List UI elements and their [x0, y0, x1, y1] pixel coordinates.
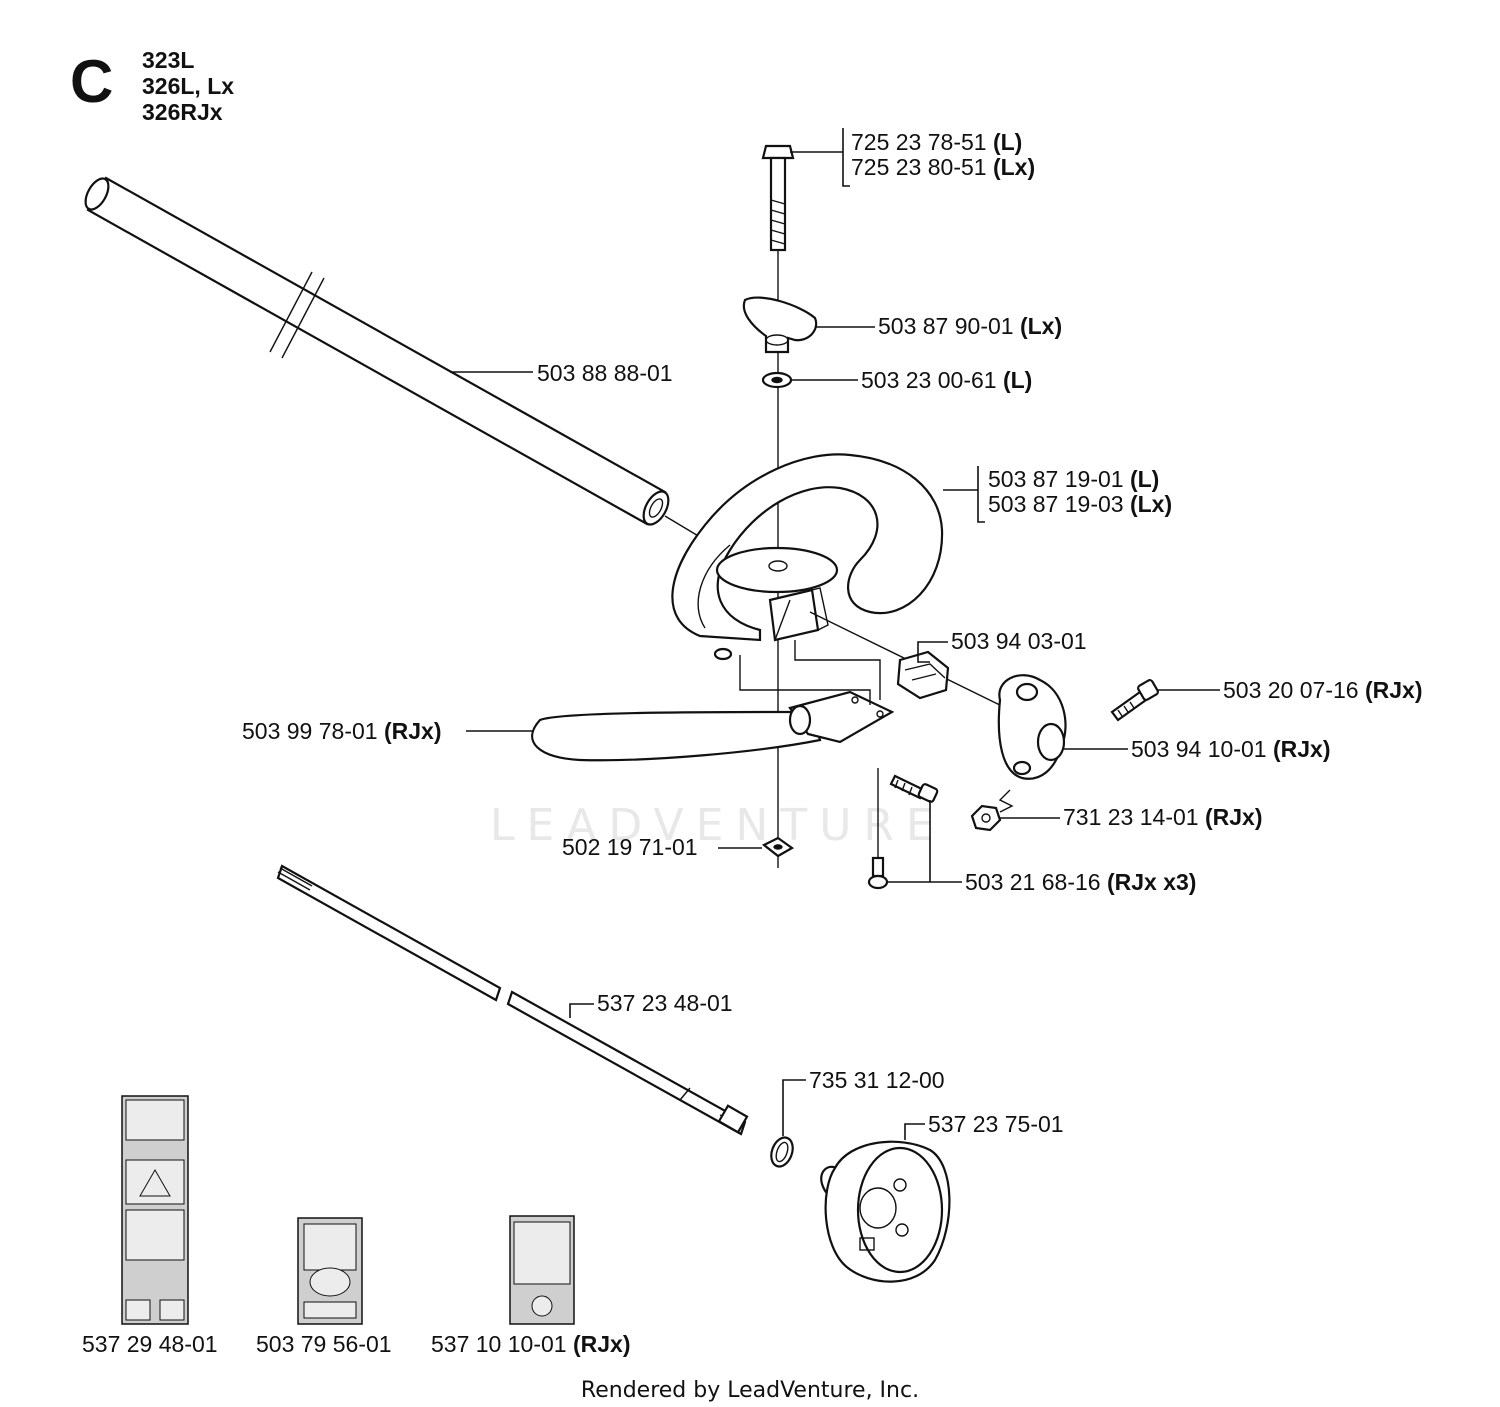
warning-decal-large	[121, 1095, 189, 1325]
wing-knob-drawing	[742, 296, 818, 354]
clip-drawing	[896, 650, 950, 700]
section-letter: C	[70, 48, 113, 115]
part-label: 537 23 75-01	[928, 1111, 1064, 1137]
square-nut-drawing	[761, 836, 795, 858]
model-label: 326L, Lx	[142, 73, 234, 99]
part-label: 502 19 71-01	[562, 834, 698, 860]
part-label: 503 20 07-16 (RJx)	[1223, 677, 1422, 703]
loop-handle-drawing	[671, 453, 944, 661]
warning-decal-medium	[297, 1217, 363, 1325]
drive-shaft-drawing	[276, 864, 749, 1136]
clutch-drum-drawing	[820, 1140, 951, 1283]
clamp-drawing	[997, 674, 1067, 780]
part-label: 731 23 14-01 (RJx)	[1063, 804, 1262, 830]
part-label: 503 94 10-01 (RJx)	[1131, 736, 1330, 762]
handle-screw-drawing	[889, 774, 939, 803]
shaft-tube-drawing	[84, 176, 706, 541]
watermark: LEADVENTURE	[490, 800, 946, 851]
part-label: 537 29 48-01	[82, 1331, 218, 1357]
bolt-drawing	[761, 144, 795, 252]
part-label: 503 23 00-61 (L)	[861, 367, 1032, 393]
part-label: 537 10 10-01 (RJx)	[431, 1331, 630, 1357]
lower-handle-drawing	[531, 690, 895, 762]
part-label: 503 94 03-01	[951, 628, 1087, 654]
part-label: 725 23 80-51 (Lx)	[851, 154, 1035, 180]
o-ring-drawing	[770, 1136, 794, 1168]
footer-credit: Rendered by LeadVenture, Inc.	[581, 1378, 919, 1403]
part-label: 725 23 78-51 (L)	[851, 129, 1022, 155]
screw-drawing	[1110, 679, 1159, 722]
leader-lines	[450, 128, 1220, 1140]
part-label: 503 87 90-01 (Lx)	[878, 313, 1062, 339]
washer-drawing	[761, 371, 793, 389]
part-label: 503 88 88-01	[537, 360, 673, 386]
warning-decal-small	[509, 1215, 575, 1325]
part-label: 503 87 19-03 (Lx)	[988, 491, 1172, 517]
part-label: 735 31 12-00	[809, 1067, 945, 1093]
part-label: 503 87 19-01 (L)	[988, 466, 1159, 492]
part-label: 537 23 48-01	[597, 990, 733, 1016]
part-label: 503 21 68-16 (RJx x3)	[965, 869, 1196, 895]
part-label: 503 99 78-01 (RJx)	[242, 718, 441, 744]
nut-drawing	[970, 789, 1014, 832]
part-label: 503 79 56-01	[256, 1331, 392, 1357]
model-label: 323L	[142, 47, 194, 73]
small-screw-drawing	[867, 768, 889, 890]
model-label: 326RJx	[142, 99, 223, 125]
